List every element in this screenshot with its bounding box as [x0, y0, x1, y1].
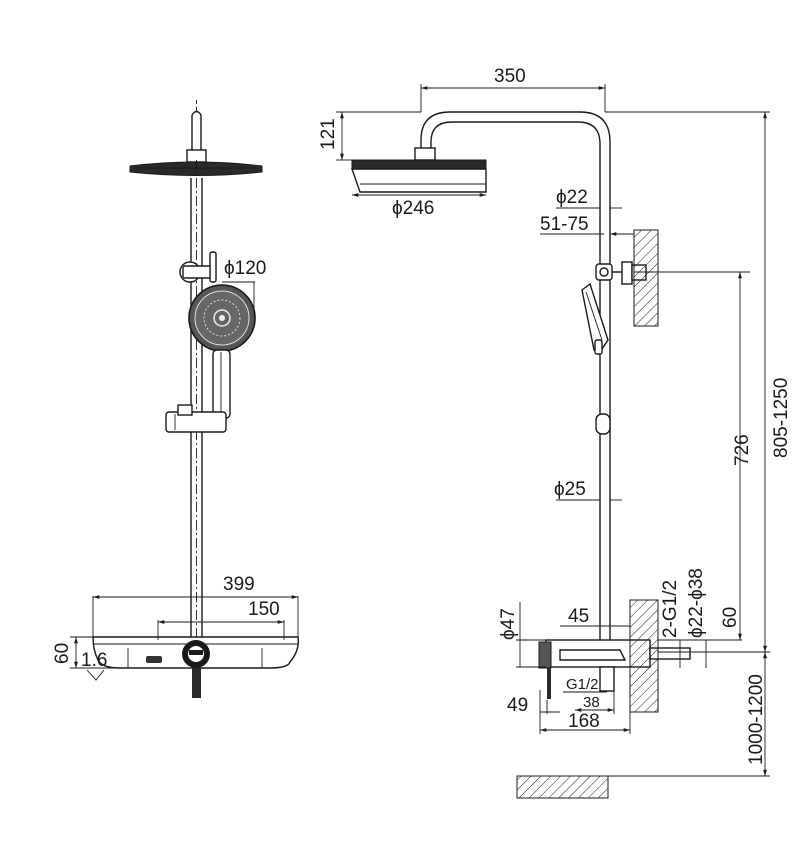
front-top-pipe	[191, 100, 202, 150]
side-dim-total-height: 805-1250	[771, 378, 792, 458]
side-dim-valve-dia: ϕ47	[498, 608, 519, 640]
side-dim-lower-pipe: ϕ25	[554, 479, 586, 500]
side-dim-spout-depth: 38	[583, 694, 600, 711]
front-dim-height: 60	[52, 643, 73, 664]
side-dim-head: ϕ246	[392, 198, 434, 219]
front-dim-shelf: 150	[248, 599, 280, 620]
side-wall-lower	[629, 599, 659, 713]
front-dim-width: 399	[223, 574, 255, 595]
side-dim-inlet-depth: 60	[720, 607, 741, 628]
side-hand-shower	[581, 282, 609, 355]
side-dim-handle: 49	[507, 695, 528, 716]
front-shelf-valve	[92, 636, 300, 698]
side-dim-inlet-dia: ϕ22-ϕ38	[686, 568, 707, 638]
front-rain-head	[129, 161, 263, 176]
side-dim-bracket-height: 726	[732, 434, 753, 466]
side-view: 350 121 ϕ246 ϕ22 51-75 ϕ25 726 805-1250 …	[318, 66, 792, 799]
front-hand-shower	[188, 284, 256, 419]
side-dim-offset: 45	[568, 606, 589, 627]
side-dim-valve-height: 1000-1200	[746, 674, 767, 765]
side-rain-head	[351, 147, 487, 193]
side-dim-reach: 350	[494, 66, 526, 87]
side-dim-spout-thread: G1/2	[566, 676, 599, 693]
side-shower-arm	[420, 111, 611, 650]
front-view: 399 150 60 1.6 ϕ120	[52, 100, 300, 700]
side-dim-bracket: 51-75	[540, 214, 589, 235]
side-dimension-lines	[336, 84, 770, 777]
front-dim-thickness: 1.6	[81, 650, 107, 671]
side-dim-spout-length: 168	[568, 711, 600, 732]
side-dim-upper-pipe: ϕ22	[556, 187, 588, 208]
front-wall-bracket	[179, 251, 217, 283]
side-valve-body	[538, 639, 691, 699]
front-dim-handshower: ϕ120	[224, 258, 266, 279]
side-dim-inlet-thread: 2-G1/2	[660, 580, 681, 638]
side-floor	[516, 775, 609, 799]
front-slide-holder	[165, 404, 227, 433]
front-dimensions	[70, 281, 299, 681]
side-dim-drop: 121	[318, 118, 339, 150]
side-wall-upper	[633, 229, 659, 327]
side-slide-holder	[595, 413, 611, 435]
